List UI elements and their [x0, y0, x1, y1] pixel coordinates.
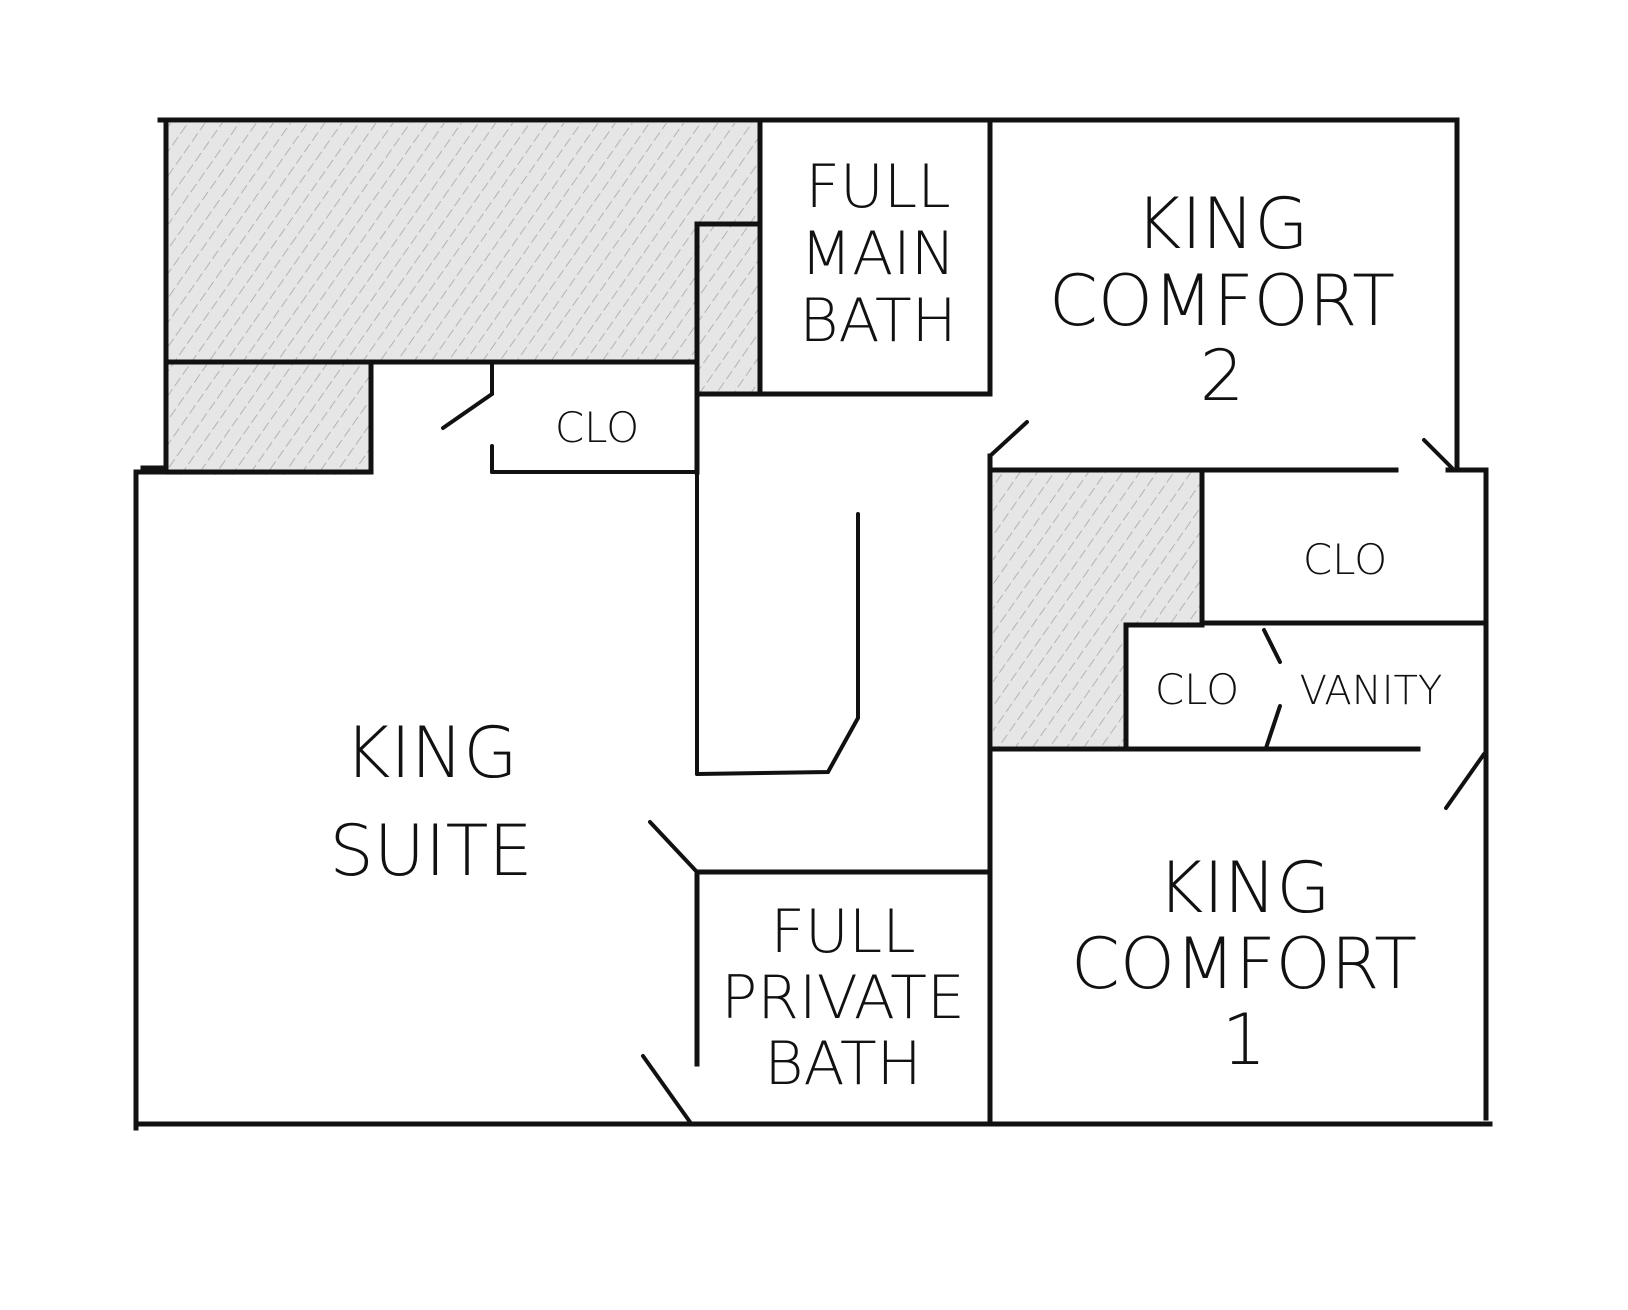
label-full-private-bath-2: PRIVATE — [721, 963, 965, 1033]
label-closet-suite: CLO — [555, 403, 639, 452]
door-vanity-bottom — [1264, 704, 1282, 750]
room-labels: FULL MAIN BATH KING COMFORT 2 CLO CLO CL… — [329, 152, 1442, 1099]
walls — [133, 117, 1493, 1131]
label-full-private-bath-1: FULL — [770, 897, 915, 967]
label-king-comfort-2-2: COMFORT — [1049, 260, 1395, 342]
label-king-suite-1: KING — [344, 712, 517, 794]
door-comfort-2-right — [1422, 438, 1454, 470]
door-suite-closet — [441, 392, 494, 430]
doors — [441, 392, 1486, 1124]
hatch-bottom-left — [166, 362, 371, 475]
label-king-comfort-1-2: COMFORT — [1071, 923, 1417, 1005]
door-comfort-1 — [1444, 752, 1486, 810]
door-suite-hall — [648, 820, 699, 874]
door-comfort-2 — [988, 420, 1029, 458]
label-king-comfort-2-1: KING — [1135, 183, 1308, 265]
label-full-private-bath-3: BATH — [764, 1029, 921, 1099]
label-king-comfort-1-3: 1 — [1222, 999, 1267, 1081]
label-full-main-bath-1: FULL — [805, 152, 950, 222]
label-closet-comfort-1: CLO — [1155, 665, 1239, 714]
label-closet-comfort-2: CLO — [1303, 535, 1387, 584]
hatch-right-block — [993, 472, 1202, 749]
hatch-top-left — [166, 123, 760, 394]
label-full-main-bath-2: MAIN — [800, 219, 955, 289]
label-king-suite-2: SUITE — [329, 810, 532, 892]
door-private-bath — [641, 1054, 692, 1124]
hatched-areas — [166, 123, 1202, 749]
hatch-strip-main-bath — [697, 224, 760, 394]
label-full-main-bath-3: BATH — [799, 286, 956, 356]
label-king-comfort-2-3: 2 — [1200, 335, 1245, 417]
label-king-comfort-1-1: KING — [1157, 847, 1330, 929]
label-vanity: VANITY — [1300, 668, 1443, 714]
door-vanity-top — [1262, 628, 1282, 664]
